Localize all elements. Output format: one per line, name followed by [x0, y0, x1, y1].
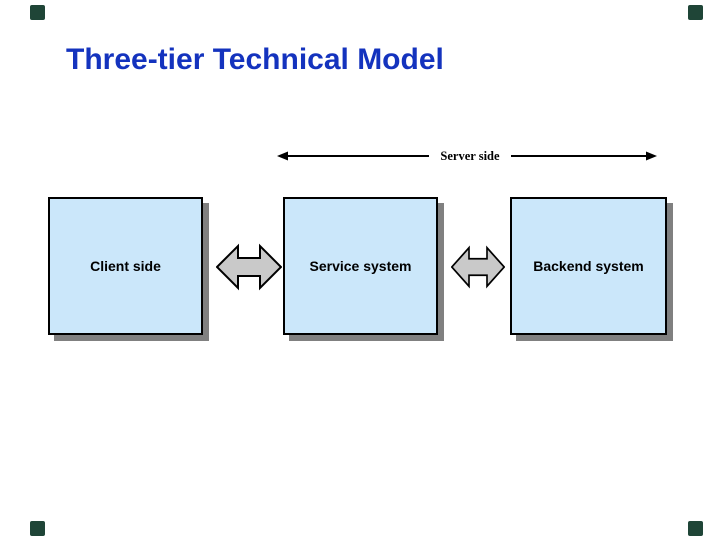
corner-decoration — [688, 5, 703, 20]
corner-decoration — [688, 521, 703, 536]
backend-system-label: Backend system — [533, 258, 644, 274]
double-arrow-icon — [451, 245, 505, 289]
server-side-label: Server side — [440, 148, 500, 163]
client-side-label: Client side — [90, 258, 161, 274]
slide-title: Three-tier Technical Model — [66, 43, 444, 76]
corner-decoration — [30, 521, 45, 536]
corner-decoration — [30, 5, 45, 20]
double-arrow-icon — [216, 243, 282, 291]
service-system-box: Service system — [283, 197, 438, 335]
arrow-left-icon — [277, 151, 429, 161]
service-system-label: Service system — [309, 258, 412, 274]
server-side-span: Server side — [277, 147, 657, 165]
backend-system-box: Backend system — [510, 197, 667, 335]
client-side-box: Client side — [48, 197, 203, 335]
arrow-right-icon — [510, 151, 657, 161]
